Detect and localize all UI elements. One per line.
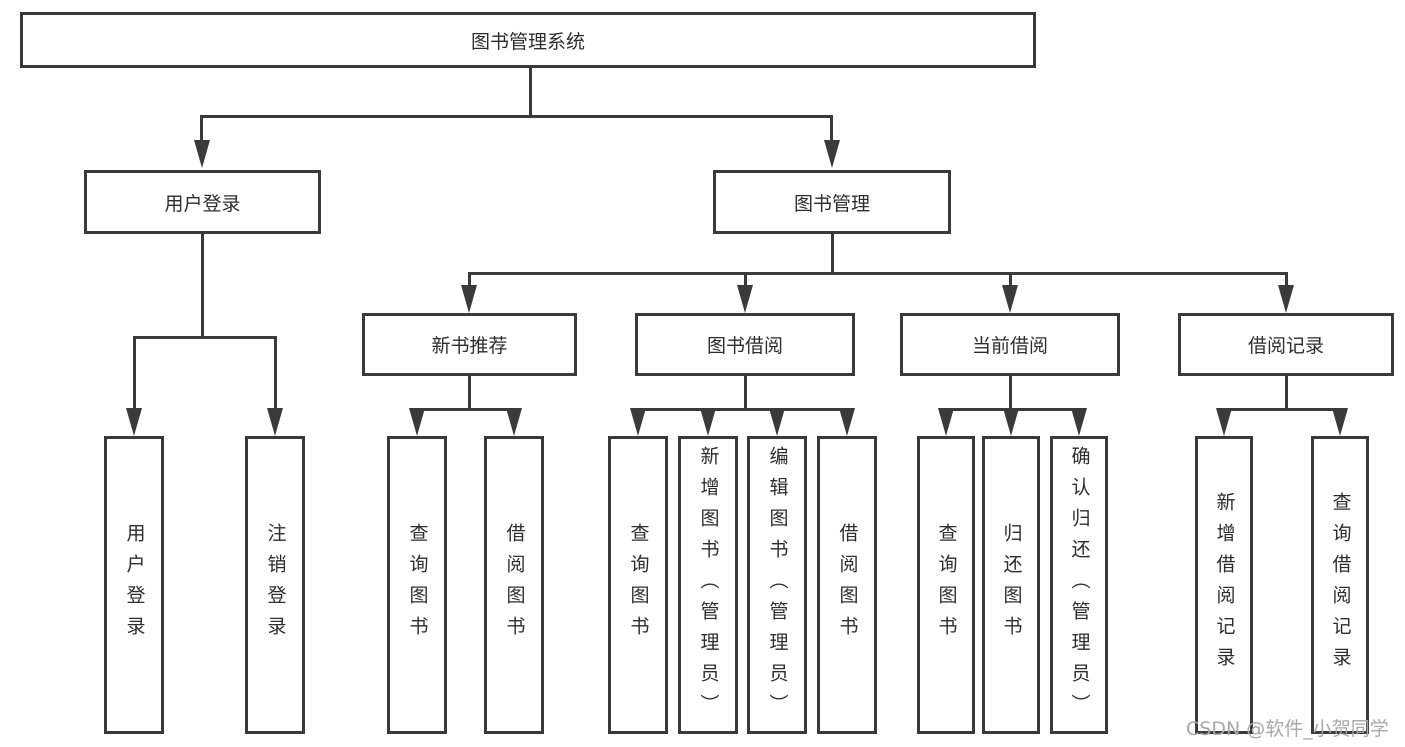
- leaf-edit-books-admin-label: 编辑图书（管理员）: [766, 445, 789, 725]
- arrowhead: [737, 285, 753, 313]
- node-borrowing-records-label: 借阅记录: [1247, 335, 1324, 357]
- connector-line: [133, 336, 136, 408]
- leaf-user-login-label: 用户登录: [123, 523, 146, 647]
- leaf-add-borrow-record-label: 新增借阅记录: [1213, 492, 1236, 678]
- leaf-query-books-borrowing: 查询图书: [608, 436, 668, 734]
- connector-line: [201, 234, 204, 336]
- connector-line: [469, 272, 1287, 275]
- arrowhead: [769, 408, 785, 436]
- leaf-borrow-books-recommend-label: 借阅图书: [503, 523, 526, 647]
- arrowhead: [839, 408, 855, 436]
- node-user-login: 用户登录: [84, 170, 321, 234]
- node-book-borrowing-label: 图书借阅: [706, 335, 783, 357]
- connector-line: [1285, 272, 1288, 285]
- connector-line: [416, 408, 516, 411]
- arrowhead: [1278, 285, 1294, 313]
- connector-line: [200, 115, 833, 118]
- connector-line: [1223, 408, 1342, 411]
- node-book-management-label: 图书管理: [793, 192, 870, 215]
- node-borrowing-records: 借阅记录: [1178, 313, 1394, 376]
- leaf-borrow-books: 借阅图书: [817, 436, 877, 734]
- connector-line: [744, 272, 747, 285]
- node-new-book-recommend-label: 新书推荐: [431, 335, 508, 357]
- connector-line: [1009, 272, 1012, 285]
- leaf-confirm-return-admin: 确认归还（管理员）: [1050, 436, 1108, 734]
- connector-line: [636, 408, 848, 411]
- connector-line: [274, 336, 277, 408]
- leaf-borrow-books-recommend: 借阅图书: [484, 436, 544, 734]
- arrowhead: [1003, 408, 1019, 436]
- arrowhead: [267, 408, 283, 436]
- leaf-confirm-return-admin-label: 确认归还（管理员）: [1068, 445, 1091, 725]
- leaf-query-borrow-record-label: 查询借阅记录: [1329, 492, 1352, 678]
- node-root-system: 图书管理系统: [20, 12, 1036, 68]
- leaf-query-books-borrowing-label: 查询图书: [627, 523, 650, 647]
- arrowhead: [1216, 408, 1232, 436]
- connector-line: [468, 376, 471, 408]
- node-new-book-recommend: 新书推荐: [362, 313, 577, 376]
- connector-line: [830, 115, 833, 140]
- leaf-borrow-books-label: 借阅图书: [836, 523, 859, 647]
- connector-line: [200, 115, 203, 140]
- connector-line: [133, 336, 277, 339]
- leaf-return-books-label: 归还图书: [1000, 523, 1023, 647]
- leaf-return-books: 归还图书: [982, 436, 1040, 734]
- csdn-watermark: CSDN @软件_小贺同学: [1186, 718, 1389, 740]
- arrowhead: [1002, 285, 1018, 313]
- connector-line: [1009, 376, 1012, 408]
- arrowhead: [824, 140, 840, 168]
- arrowhead: [700, 408, 716, 436]
- arrowhead: [461, 285, 477, 313]
- arrowhead: [194, 140, 210, 168]
- leaf-add-borrow-record: 新增借阅记录: [1195, 436, 1253, 734]
- arrowhead: [409, 408, 425, 436]
- arrowhead: [506, 408, 522, 436]
- leaf-logout-label: 注销登录: [264, 523, 287, 647]
- leaf-add-books-admin: 新增图书（管理员）: [678, 436, 738, 734]
- connector-line: [744, 376, 747, 408]
- leaf-logout: 注销登录: [245, 436, 305, 734]
- leaf-query-books-current: 查询图书: [917, 436, 975, 734]
- leaf-query-books-recommend: 查询图书: [387, 436, 447, 734]
- node-user-login-label: 用户登录: [164, 192, 241, 215]
- node-root-label: 图书管理系统: [470, 30, 585, 53]
- connector-line: [529, 68, 532, 115]
- node-book-management: 图书管理: [713, 170, 951, 234]
- leaf-add-books-admin-label: 新增图书（管理员）: [697, 445, 720, 725]
- leaf-user-login: 用户登录: [104, 436, 164, 734]
- connector-line: [1285, 376, 1288, 408]
- connector-line: [468, 272, 471, 285]
- connector-line: [831, 234, 834, 272]
- node-current-borrowing-label: 当前借阅: [971, 335, 1048, 357]
- node-current-borrowing: 当前借阅: [900, 313, 1120, 376]
- arrowhead: [1071, 408, 1087, 436]
- arrowhead: [630, 408, 646, 436]
- arrowhead: [126, 408, 142, 436]
- node-book-borrowing: 图书借阅: [635, 313, 855, 376]
- leaf-edit-books-admin: 编辑图书（管理员）: [747, 436, 807, 734]
- arrowhead: [1332, 408, 1348, 436]
- leaf-query-books-recommend-label: 查询图书: [406, 523, 429, 647]
- leaf-query-borrow-record: 查询借阅记录: [1311, 436, 1369, 734]
- leaf-query-books-current-label: 查询图书: [935, 523, 958, 647]
- arrowhead: [938, 408, 954, 436]
